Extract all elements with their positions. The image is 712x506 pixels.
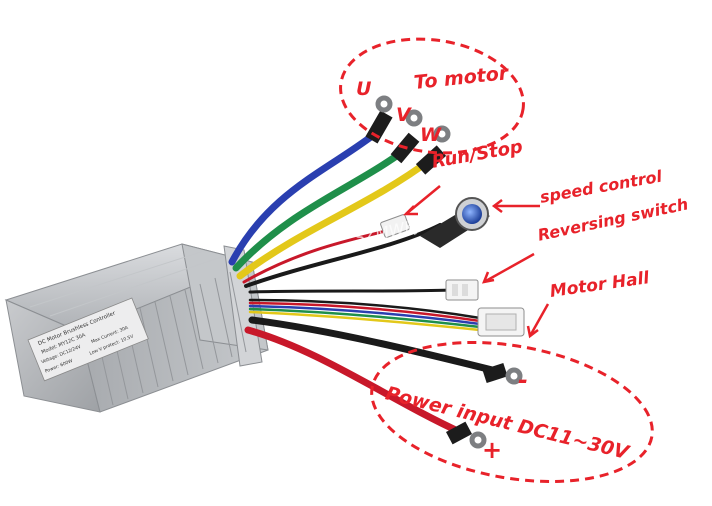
- power-input-ellipse: [370, 340, 654, 484]
- label-u: U: [356, 78, 372, 100]
- reversing-connector: [445, 279, 479, 301]
- terminal-negative: [505, 367, 523, 385]
- terminal-v: [405, 109, 423, 127]
- arrow-reverse: [483, 252, 535, 284]
- wire-power-negative: [248, 316, 504, 376]
- runstop-connector: [380, 214, 410, 238]
- wire-bundle: [228, 126, 504, 436]
- wire-w-yellow: [236, 156, 434, 280]
- arrow-hall: [528, 303, 550, 337]
- wire-speed: [244, 223, 442, 288]
- nameplate: [27, 297, 149, 382]
- wire-power-positive: [244, 326, 464, 436]
- annotation-arrows: [402, 185, 550, 339]
- to-motor-ellipse: [339, 37, 525, 155]
- ring-terminals: [375, 95, 523, 449]
- label-w: W: [420, 124, 441, 146]
- terminal-u: [375, 95, 393, 113]
- label-v: V: [396, 104, 411, 126]
- wire-runstop: [242, 228, 392, 284]
- terminal-positive: [469, 431, 487, 449]
- label-minus: -: [518, 366, 528, 394]
- wire-v-green: [232, 146, 409, 272]
- label-plus: +: [482, 436, 503, 464]
- hall-connector: [477, 307, 525, 337]
- wire-u-blue: [228, 126, 384, 266]
- controller-housing: [4, 243, 269, 413]
- wire-reverse: [248, 288, 452, 294]
- speed-control-knob: [420, 197, 490, 248]
- terminal-w: [433, 125, 451, 143]
